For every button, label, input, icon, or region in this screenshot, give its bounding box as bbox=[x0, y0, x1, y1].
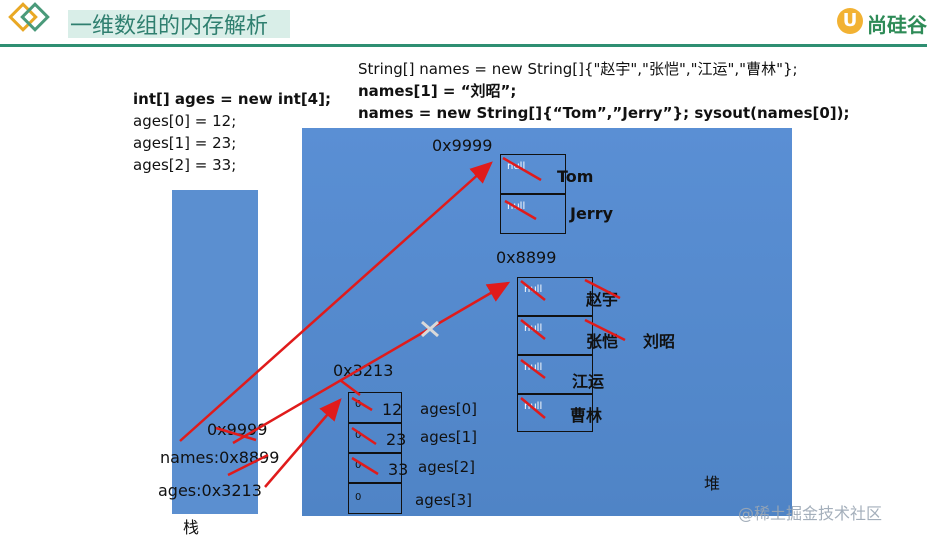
element-value: 赵宇 bbox=[586, 290, 619, 309]
addr-0x8899: 0x8899 bbox=[496, 248, 557, 267]
heap-region bbox=[302, 128, 792, 516]
array-cell: null bbox=[517, 355, 593, 394]
strike-mark bbox=[351, 456, 379, 476]
index-label: ages[1] bbox=[420, 428, 478, 446]
element-value: 张恺 bbox=[586, 332, 619, 351]
strike-mark bbox=[520, 319, 546, 340]
strike-mark bbox=[520, 359, 546, 379]
brand-badge-icon: U bbox=[837, 8, 863, 34]
strike-mark bbox=[520, 397, 546, 419]
element-value: Tom bbox=[557, 167, 594, 186]
element-new-value: 刘昭 bbox=[643, 332, 676, 351]
strike-mark bbox=[339, 379, 361, 396]
strike-mark bbox=[520, 280, 546, 301]
stack-label: 栈 bbox=[183, 518, 200, 537]
strike-mark bbox=[351, 426, 377, 446]
zero-value: 0 bbox=[355, 460, 362, 471]
brand-logo: U 尚硅谷 bbox=[837, 6, 927, 40]
array-cell: 0 bbox=[348, 483, 402, 514]
code-line: ages[1] = 23; bbox=[133, 134, 237, 152]
code-line: String[] names = new String[]{"赵宇","张恺",… bbox=[358, 60, 798, 78]
title-highlight bbox=[68, 10, 290, 38]
code-block-ages: int[] ages = new int[4]; ages[0] = 12; a… bbox=[133, 88, 331, 176]
code-line: names[1] = “刘昭”; bbox=[358, 82, 517, 100]
stack-var-ages: ages:0x3213 bbox=[158, 481, 262, 500]
heap-label: 堆 bbox=[704, 474, 721, 493]
index-label: ages[0] bbox=[420, 400, 478, 418]
element-value: 33 bbox=[388, 460, 409, 479]
arrow-old-ref bbox=[227, 453, 269, 477]
zero-value: 0 bbox=[355, 492, 362, 503]
element-value: 23 bbox=[386, 430, 407, 449]
code-block-names: String[] names = new String[]{"赵宇","张恺",… bbox=[358, 58, 850, 124]
stack-region bbox=[172, 190, 258, 514]
strike-mark bbox=[584, 278, 621, 300]
element-value: 12 bbox=[382, 400, 403, 419]
stack-var-names: names:0x8899 bbox=[160, 448, 280, 467]
zero-value: 0 bbox=[355, 399, 362, 410]
watermark: @稀土掘金技术社区 bbox=[738, 504, 883, 523]
element-value: Jerry bbox=[570, 204, 614, 223]
code-line: int[] ages = new int[4]; bbox=[133, 90, 331, 108]
code-line: ages[0] = 12; bbox=[133, 112, 237, 130]
code-line: ages[2] = 33; bbox=[133, 156, 237, 174]
addr-0x9999: 0x9999 bbox=[432, 136, 493, 155]
null-value: null bbox=[524, 362, 543, 373]
zero-value: 0 bbox=[355, 430, 362, 441]
array-cell: 0 bbox=[348, 453, 402, 483]
arrow-names-to-0x9999 bbox=[179, 161, 493, 442]
code-line: names = new String[]{“Tom”,”Jerry”}; sys… bbox=[358, 104, 850, 122]
arrow-names-to-0x8899 bbox=[232, 281, 511, 445]
broken-ref-icon bbox=[421, 320, 439, 338]
brand-name: 尚硅谷 bbox=[867, 13, 927, 37]
diamond-logo-icon bbox=[8, 2, 50, 32]
element-value: 曹林 bbox=[570, 406, 603, 425]
index-label: ages[2] bbox=[418, 458, 476, 476]
strike-mark bbox=[504, 199, 537, 221]
element-value: 江运 bbox=[572, 372, 605, 391]
strike-mark bbox=[502, 156, 542, 182]
array-cell: 0 bbox=[348, 392, 402, 423]
index-label: ages[3] bbox=[415, 491, 473, 509]
stack-old-ref: 0x9999 bbox=[207, 420, 268, 439]
strike-mark bbox=[584, 318, 626, 342]
strike-mark bbox=[215, 426, 257, 442]
page-title: 一维数组的内存解析 bbox=[70, 14, 269, 39]
arrow-ages-to-0x3213 bbox=[264, 398, 342, 488]
header-rule bbox=[0, 44, 927, 47]
array-cell: 0 bbox=[348, 423, 402, 453]
strike-mark bbox=[351, 396, 373, 412]
